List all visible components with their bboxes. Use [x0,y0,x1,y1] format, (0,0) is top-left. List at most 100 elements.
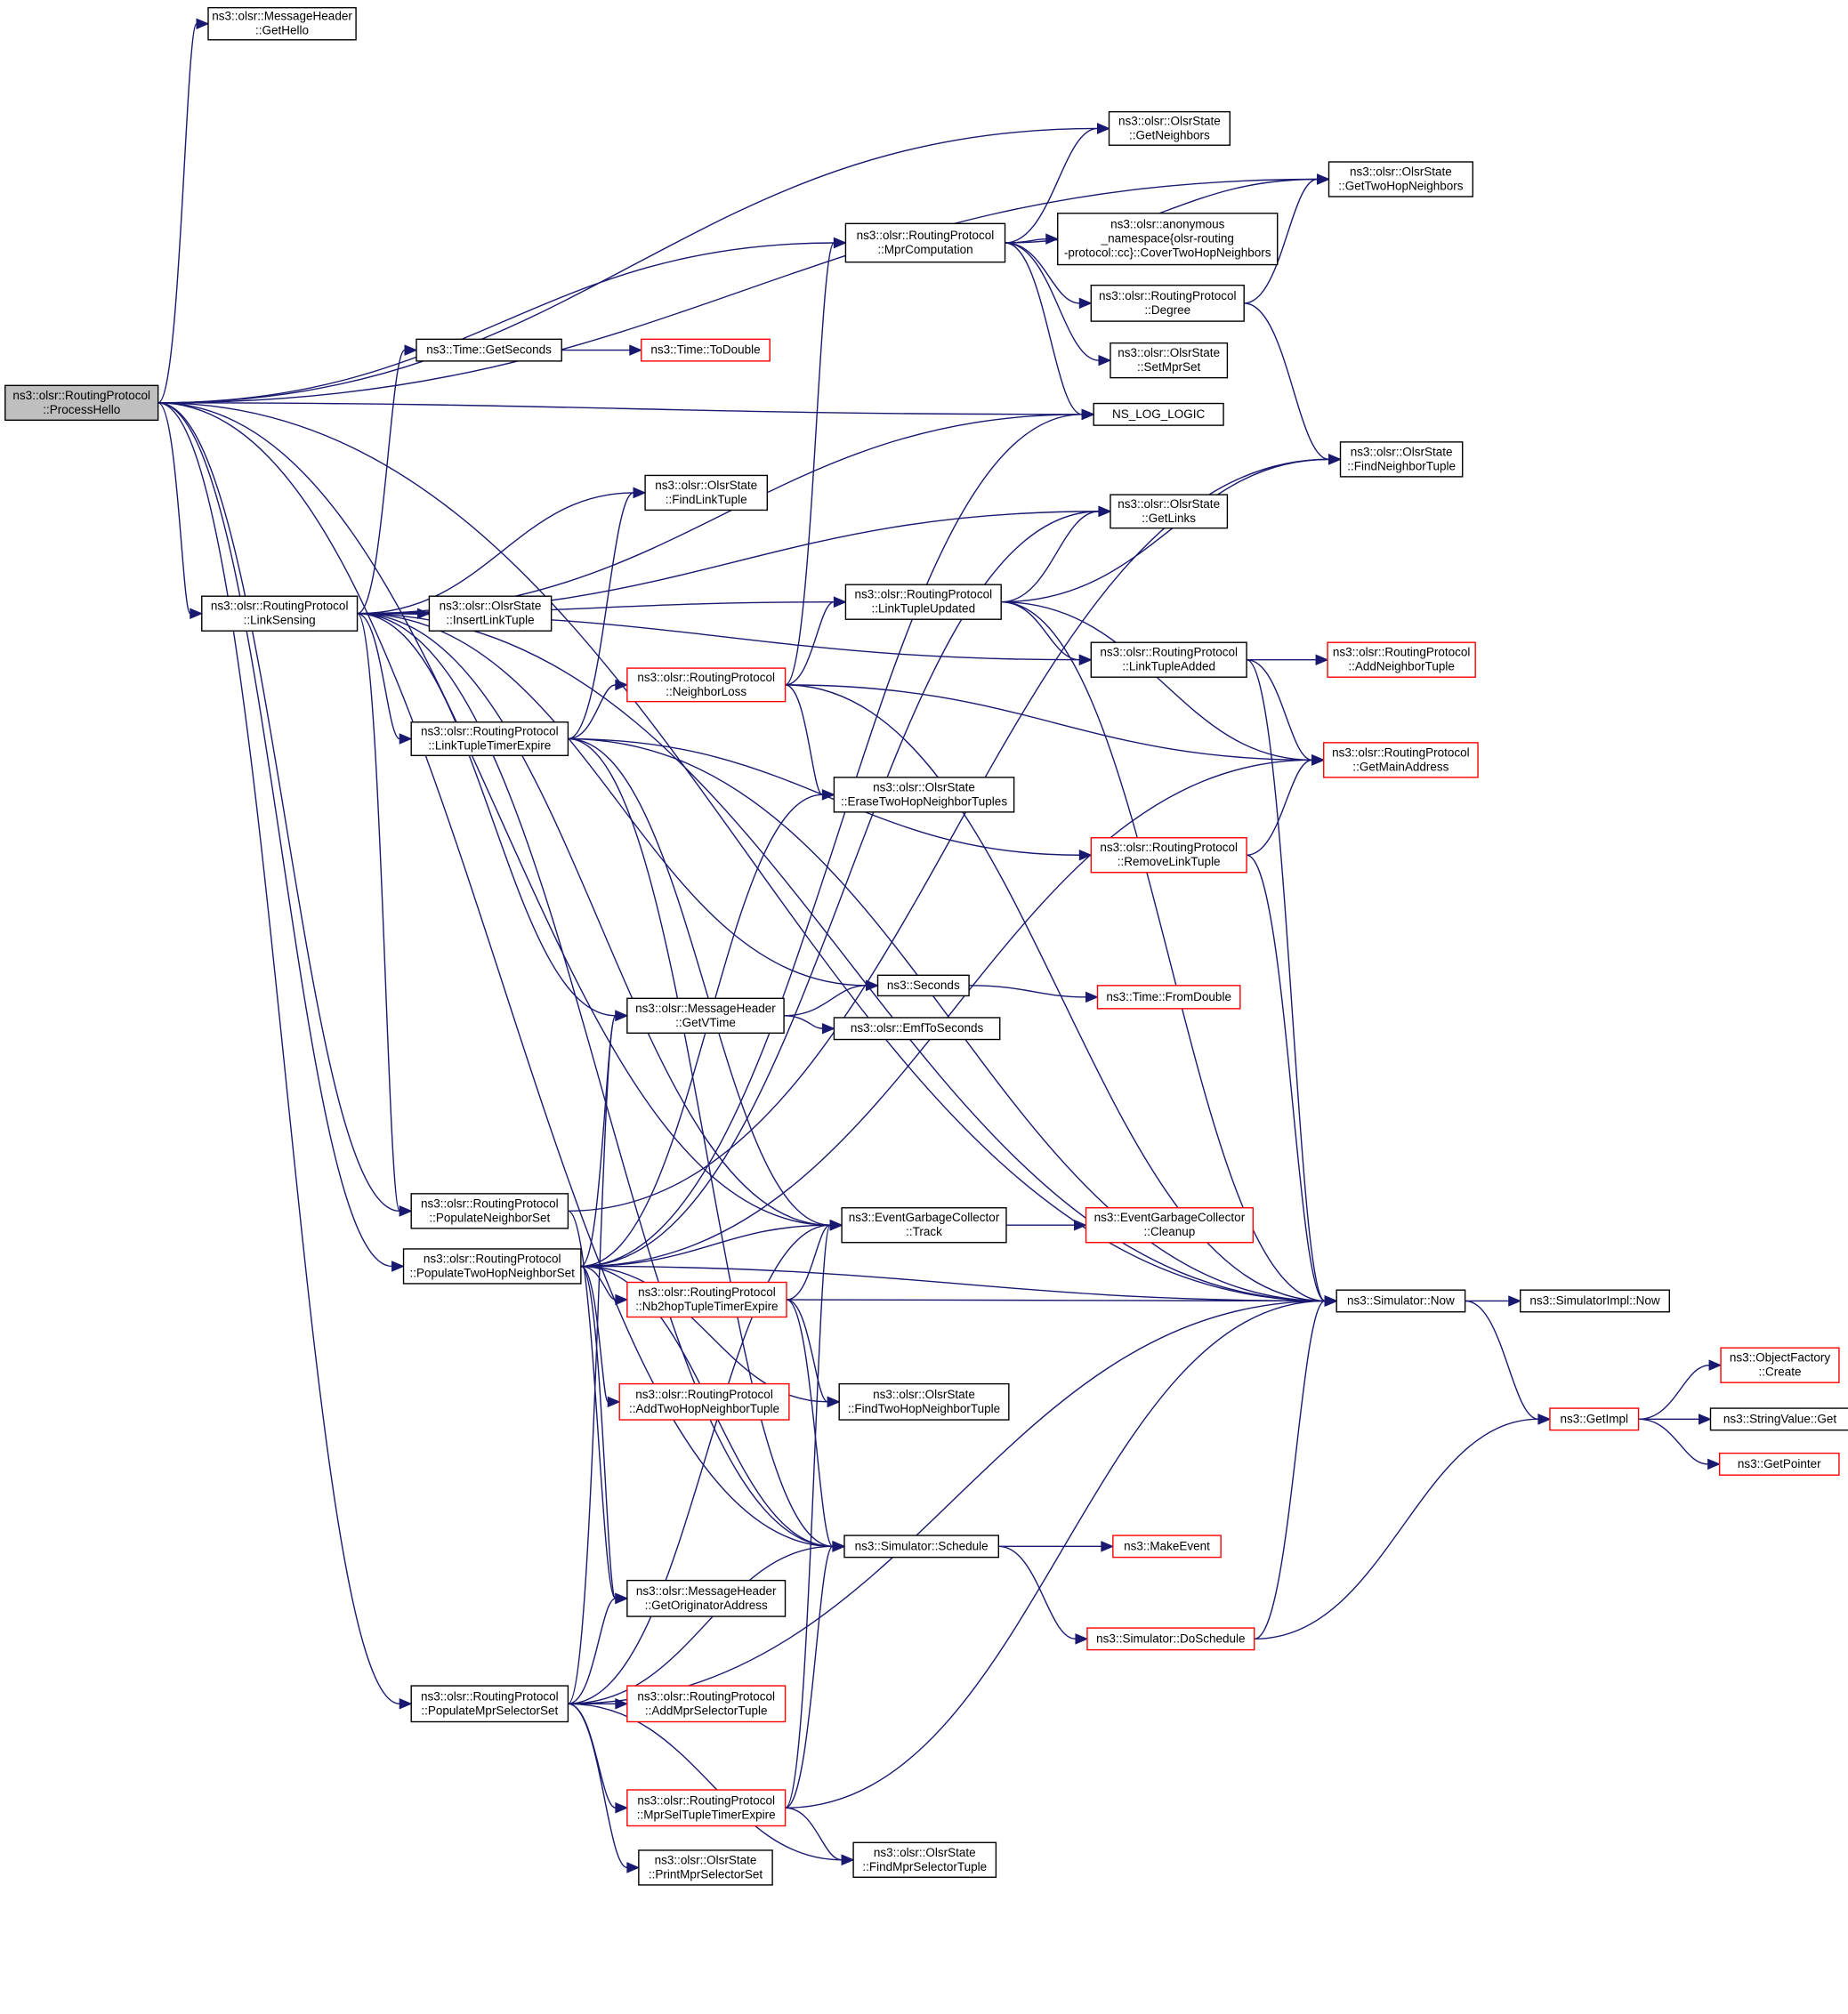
arrowhead [615,1802,629,1814]
node-box [638,1849,773,1886]
node-get-two-hop-neighbors[interactable]: ns3::olsr::OlsrState::GetTwoHopNeighbors [1327,161,1473,197]
node-ns-log-logic[interactable]: NS_LOG_LOGIC [1093,402,1224,426]
edge-mpr-sel-tuple-timer-expire-to-find-mpr-selector-tuple [785,1807,855,1866]
node-box [1520,1289,1670,1313]
edge-schedule-to-do-schedule [998,1545,1089,1645]
node-find-link-tuple[interactable]: ns3::olsr::OlsrState::FindLinkTuple [644,474,769,512]
node-label: ns3::olsr::MessageHeader [212,10,352,23]
node-label: ::LinkSensing [244,614,316,627]
arrowhead [1098,354,1112,367]
node-link-tuple-added[interactable]: ns3::olsr::RoutingProtocol::LinkTupleAdd… [1090,641,1247,678]
node-box [428,595,553,632]
node-erase-two-hop-neighbor-tuples[interactable]: ns3::olsr::OlsrState::EraseTwoHopNeighbo… [833,777,1015,813]
node-box [207,6,357,41]
node-box [841,1207,1007,1244]
node-box [626,1281,787,1318]
node-remove-link-tuple[interactable]: ns3::olsr::RoutingProtocol::RemoveLinkTu… [1090,837,1247,874]
node-schedule[interactable]: ns3::Simulator::Schedule [843,1535,999,1559]
node-make-event[interactable]: ns3::MakeEvent [1112,1535,1222,1559]
node-label: ::FindNeighborTuple [1347,459,1456,472]
node-get-hello[interactable]: ns3::olsr::MessageHeader::GetHello [207,6,357,41]
node-get-impl[interactable]: ns3::GetImpl [1549,1407,1640,1431]
node-label: ::MprSelTupleTimerExpire [637,1808,776,1821]
node-add-neighbor-tuple[interactable]: ns3::olsr::RoutingProtocol::AddNeighborT… [1327,641,1476,678]
node-box [626,1579,787,1617]
node-link-tuple-timer-expire[interactable]: ns3::olsr::RoutingProtocol::LinkTupleTim… [410,721,569,757]
node-label: ns3::EventGarbageCollector [849,1211,1000,1224]
node-populate-mpr-selector-set[interactable]: ns3::olsr::RoutingProtocol::PopulateMprS… [410,1685,569,1723]
edge-mpr-sel-tuple-timer-expire-to-schedule [785,1541,846,1809]
node-neighbor-loss[interactable]: ns3::olsr::RoutingProtocol::NeighborLoss [626,667,787,703]
node-string-value-get[interactable]: ns3::StringValue::Get [1709,1407,1848,1431]
node-add-mpr-selector-tuple[interactable]: ns3::olsr::RoutingProtocol::AddMprSelect… [626,1685,787,1723]
node-populate-two-hop-neighbor-set[interactable]: ns3::olsr::RoutingProtocol::PopulateTwoH… [402,1248,582,1285]
node-degree[interactable]: ns3::olsr::RoutingProtocol::Degree [1090,284,1245,322]
node-label: ::LinkTupleTimerExpire [428,739,551,753]
edge-process-hello-to-populate-mpr-selector-set [157,402,413,1710]
node-add-two-hop-neighbor-tuple[interactable]: ns3::olsr::RoutingProtocol::AddTwoHopNei… [618,1382,790,1421]
node-label: ::RemoveLinkTuple [1118,855,1221,868]
node-find-neighbor-tuple[interactable]: ns3::olsr::OlsrState::FindNeighborTuple [1339,441,1464,478]
arrowhead [1075,1633,1089,1645]
edge-mpr-computation-to-set-mpr-set [1005,242,1112,367]
edge-do-schedule-to-get-impl [1254,1414,1552,1640]
node-find-mpr-selector-tuple[interactable]: ns3::olsr::OlsrState::FindMprSelectorTup… [852,1841,997,1878]
node-label: ::LinkTupleUpdated [872,602,976,616]
node-track[interactable]: ns3::EventGarbageCollector::Track [841,1207,1007,1244]
node-label: ns3::olsr::RoutingProtocol [211,600,349,613]
node-link-tuple-updated[interactable]: ns3::olsr::RoutingProtocol::LinkTupleUpd… [844,584,1002,620]
node-mpr-sel-tuple-timer-expire[interactable]: ns3::olsr::RoutingProtocol::MprSelTupleT… [626,1789,787,1827]
node-print-mpr-selector-set[interactable]: ns3::olsr::OlsrState::PrintMprSelectorSe… [638,1849,773,1886]
node-get-pointer[interactable]: ns3::GetPointer [1718,1452,1840,1476]
node-label: ns3::olsr::RoutingProtocol [1332,745,1470,759]
node-label: ns3::olsr::OlsrState [1118,346,1220,359]
edge-link-tuple-added-to-add-neighbor-tuple [1247,654,1329,665]
arrowhead [629,344,643,356]
arrowhead [841,1854,855,1866]
node-mpr-computation[interactable]: ns3::olsr::RoutingProtocol::MprComputati… [844,222,1006,263]
node-link-sensing[interactable]: ns3::olsr::RoutingProtocol::LinkSensing [201,595,359,632]
edge-link-tuple-timer-expire-to-neighbor-loss [568,679,629,740]
node-set-mpr-set[interactable]: ns3::olsr::OlsrState::SetMprSet [1110,342,1229,379]
node-time-get-seconds[interactable]: ns3::Time::GetSeconds [416,338,562,362]
node-label: ns3::olsr::OlsrState [1351,445,1453,458]
node-emf-to-seconds[interactable]: ns3::olsr::EmfToSeconds [833,1017,1001,1041]
node-box [1327,641,1476,678]
node-nb2hop-tuple-timer-expire[interactable]: ns3::olsr::RoutingProtocol::Nb2hopTupleT… [626,1281,787,1318]
node-find-two-hop-neighbor-tuple[interactable]: ns3::olsr::OlsrState::FindTwoHopNeighbor… [838,1382,1010,1421]
node-box [1112,1535,1222,1559]
node-simulator-impl-now[interactable]: ns3::SimulatorImpl::Now [1520,1289,1670,1313]
edge-process-hello-to-mpr-computation [157,237,847,404]
node-label: ns3::GetPointer [1738,1457,1821,1470]
node-get-neighbors[interactable]: ns3::olsr::OlsrState::GetNeighbors [1108,110,1231,146]
node-do-schedule[interactable]: ns3::Simulator::DoSchedule [1086,1627,1255,1651]
node-from-double[interactable]: ns3::Time::FromDouble [1096,985,1241,1010]
node-get-links[interactable]: ns3::olsr::OlsrState::GetLinks [1110,494,1229,529]
node-get-originator-address[interactable]: ns3::olsr::MessageHeader::GetOriginatorA… [626,1579,787,1617]
edge-remove-link-tuple-to-simulator-now [1246,854,1338,1307]
arrowhead [833,596,847,608]
node-populate-neighbor-set[interactable]: ns3::olsr::RoutingProtocol::PopulateNeig… [410,1193,569,1229]
node-cover-two-hop-neighbors[interactable]: ns3::olsr::anonymous_namespace{olsr-rout… [1057,213,1279,266]
node-object-factory-create[interactable]: ns3::ObjectFactory::Create [1720,1347,1840,1383]
node-insert-link-tuple[interactable]: ns3::olsr::OlsrState::InsertLinkTuple [428,595,553,632]
node-cleanup[interactable]: ns3::EventGarbageCollector::Cleanup [1085,1207,1254,1244]
node-label: ns3::olsr::RoutingProtocol [421,1196,559,1210]
node-time-to-double[interactable]: ns3::Time::ToDouble [641,338,771,362]
node-label: ns3::Time::FromDouble [1106,990,1231,1003]
node-get-vtime[interactable]: ns3::olsr::MessageHeader::GetVTime [626,997,785,1034]
node-process-hello[interactable]: ns3::olsr::RoutingProtocol::ProcessHello [4,384,159,422]
node-seconds[interactable]: ns3::Seconds [876,974,970,997]
arrowhead [1311,754,1326,766]
edge-simulator-now-to-get-impl [1465,1300,1552,1425]
node-label: ns3::olsr::OlsrState [655,1853,757,1866]
node-label: ns3::olsr::OlsrState [1350,165,1452,178]
node-simulator-now[interactable]: ns3::Simulator::Now [1336,1289,1466,1313]
arrowhead [1074,1219,1087,1231]
node-get-main-address[interactable]: ns3::olsr::RoutingProtocol::GetMainAddre… [1323,742,1479,778]
node-label: ns3::GetImpl [1561,1412,1629,1425]
node-label: ::AddMprSelectorTuple [645,1704,768,1717]
node-box [641,338,771,362]
arrowhead [1098,505,1112,518]
node-label: ::AddNeighborTuple [1348,660,1455,673]
